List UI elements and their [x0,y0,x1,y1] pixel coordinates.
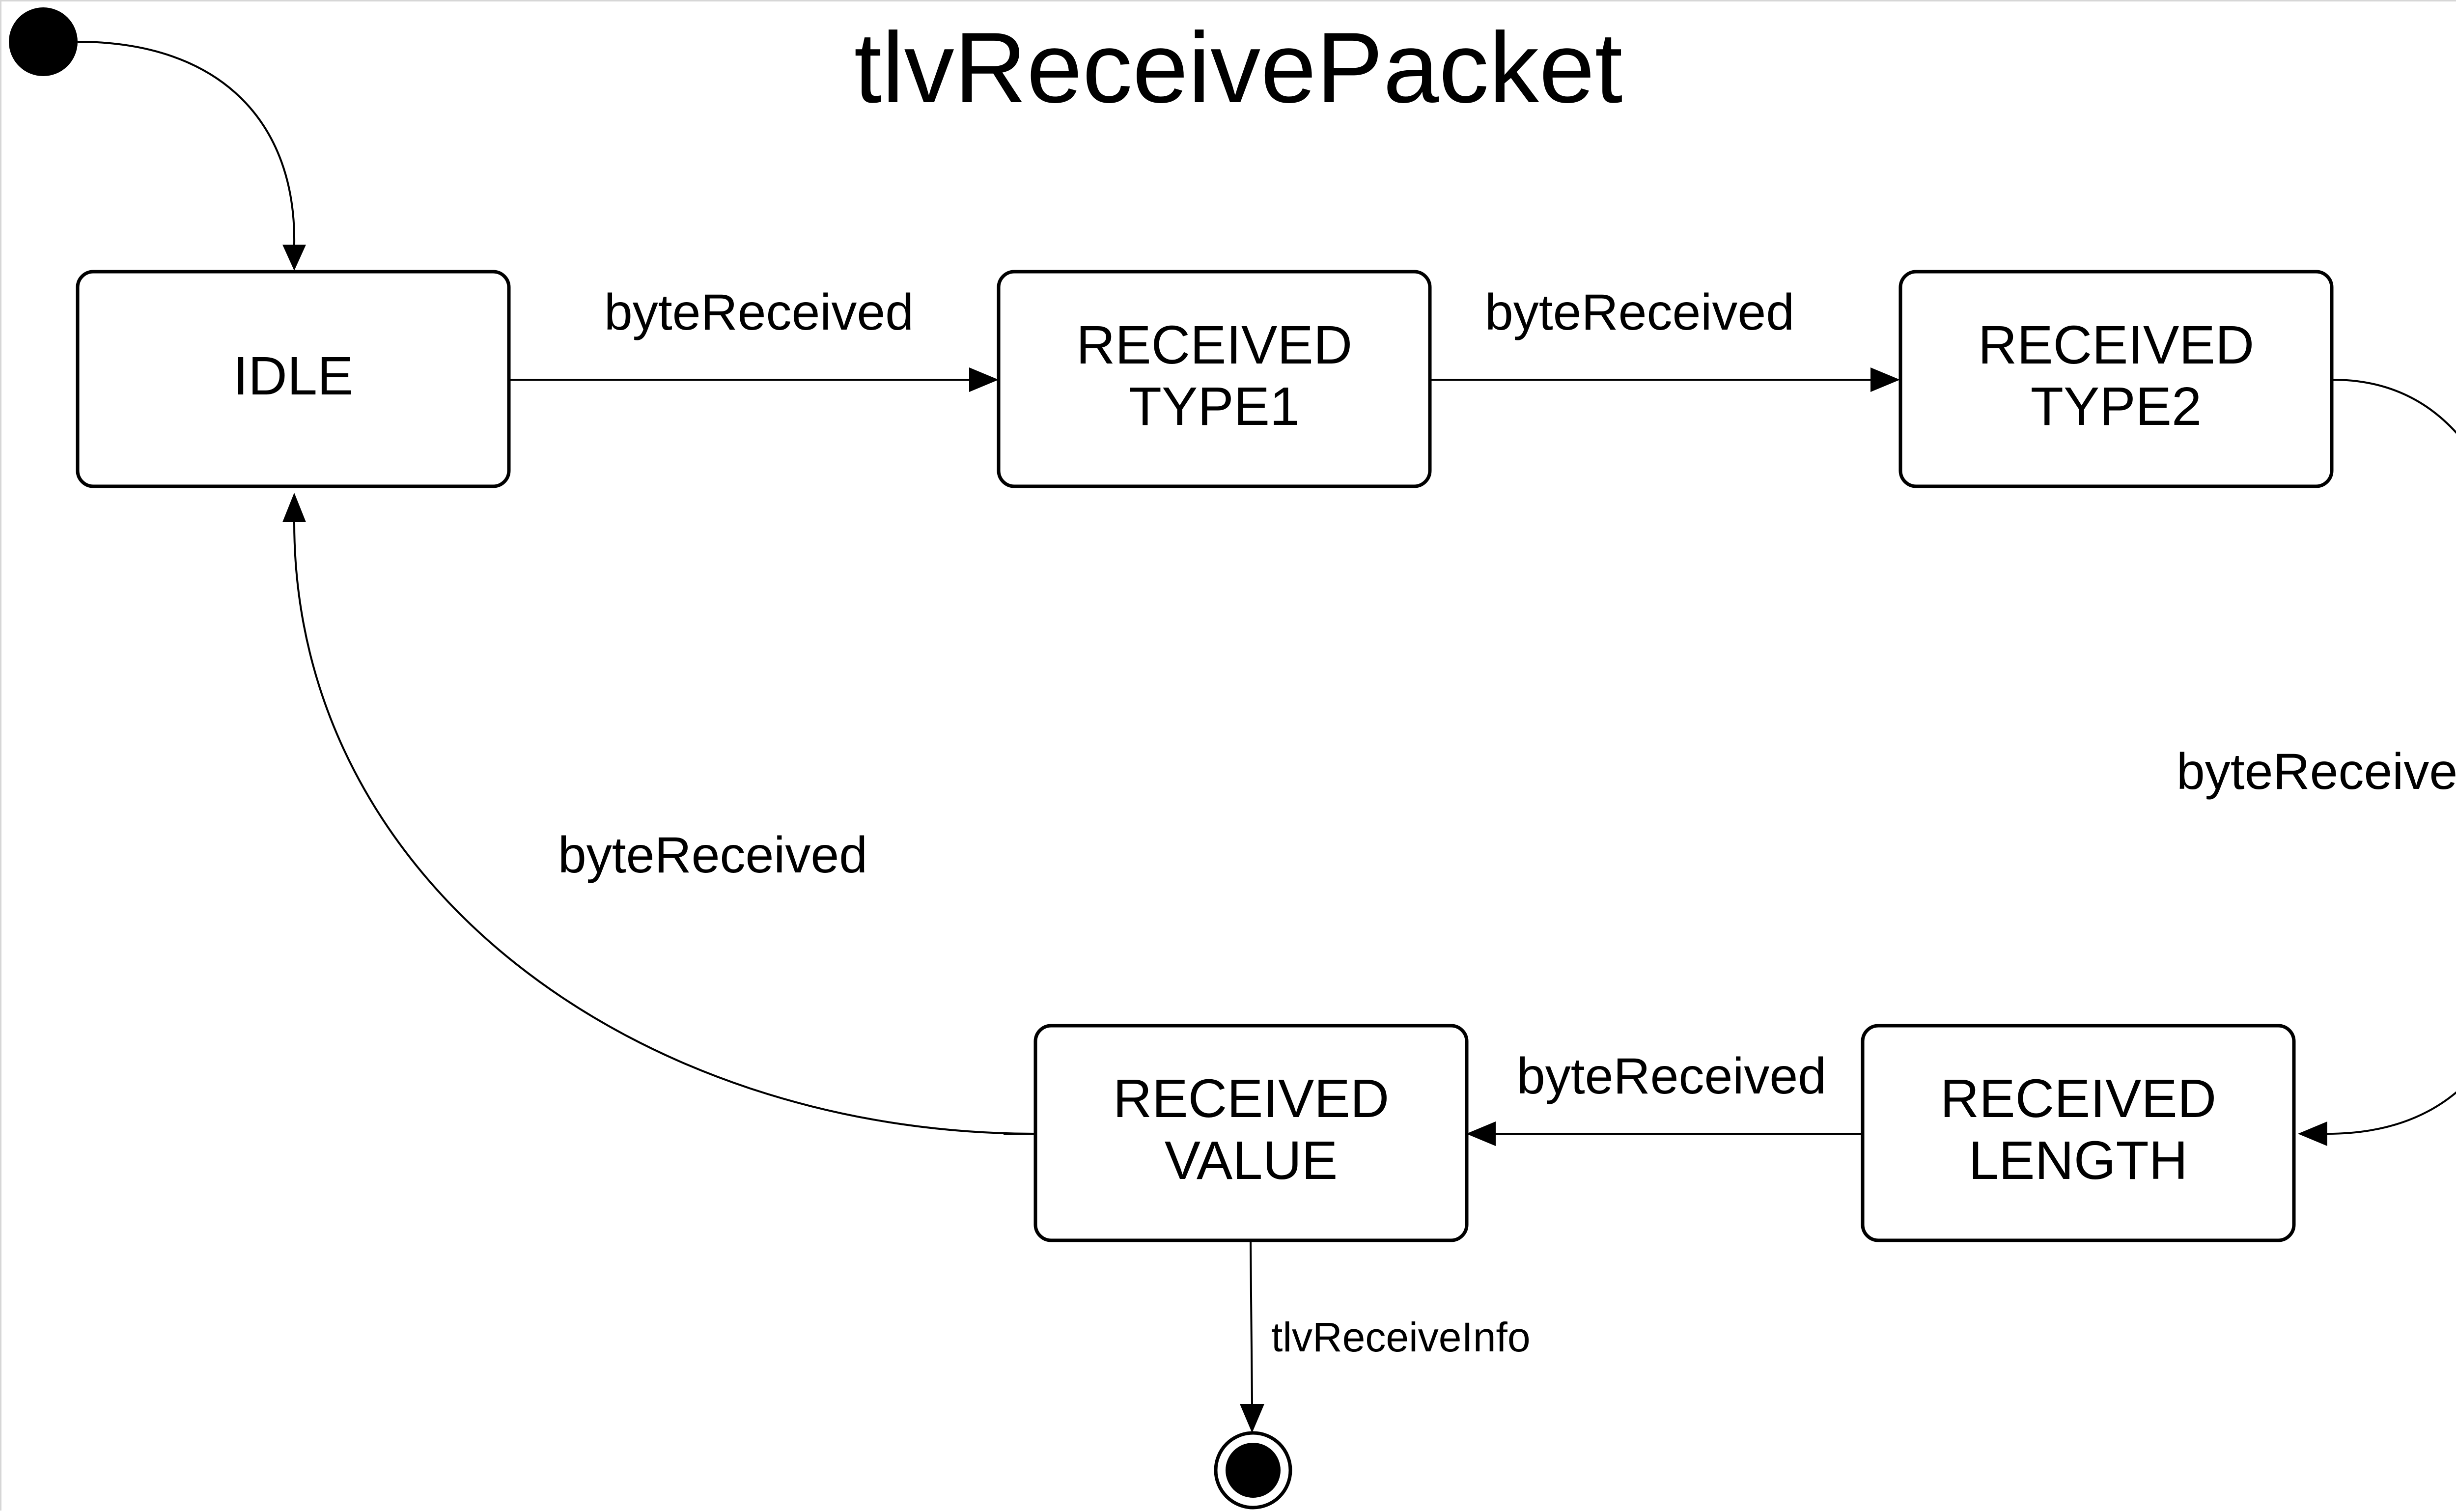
transition-label-value-to-final: tlvReceiveInfo [1271,1314,1531,1360]
transition-idle-to-type1 [509,367,999,392]
transition-type2-to-length [2298,379,2456,1146]
state-received-length-line1: RECEIVED [1940,1068,2216,1129]
transition-label-value-to-idle: byteReceived [558,827,867,884]
state-received-type1-line1: RECEIVED [1076,315,1352,375]
transition-value-to-idle [282,493,1036,1135]
transition-value-to-final [1240,1241,1264,1433]
state-received-type2-line2: TYPE2 [2031,376,2202,437]
state-received-type1: RECEIVED TYPE1 [997,270,1432,488]
transition-label-type2-to-length: byteReceived [2177,743,2456,800]
state-idle-label: IDLE [233,346,354,406]
diagram-title: tlvReceivePacket [854,12,1623,124]
final-state-node [1214,1431,1292,1510]
state-received-type2: RECEIVED TYPE2 [1898,270,2334,488]
state-received-type1-line2: TYPE1 [1129,376,1300,437]
state-received-value: RECEIVED VALUE [1033,1024,1469,1242]
transition-initial-to-idle [77,41,306,271]
state-received-length: RECEIVED LENGTH [1861,1024,2296,1242]
transition-label-length-to-value: byteReceived [1517,1048,1826,1105]
transition-label-idle-to-type1: byteReceived [604,284,914,341]
state-received-length-line2: LENGTH [1969,1130,2188,1191]
transition-type1-to-type2 [1430,367,1900,392]
initial-state-node [9,7,78,76]
state-received-value-line2: VALUE [1165,1130,1338,1191]
transition-label-type1-to-type2: byteReceived [1485,284,1794,341]
state-received-value-line1: RECEIVED [1113,1068,1389,1129]
state-idle: IDLE [76,270,511,488]
state-received-type2-line1: RECEIVED [1978,315,2254,375]
